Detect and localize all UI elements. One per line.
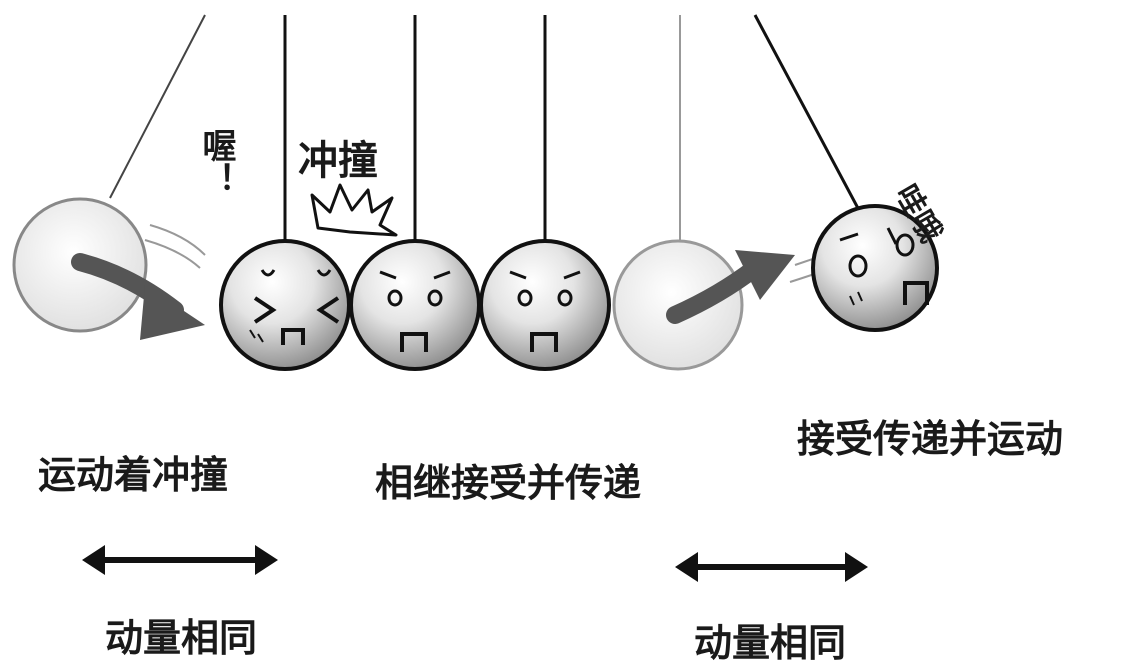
collision-spark-icon bbox=[310, 183, 398, 237]
ball-right-swinging bbox=[811, 204, 939, 332]
momentum-label-right: 动量相同 bbox=[694, 621, 847, 665]
caption-middle: 相继接受并传递 bbox=[375, 461, 642, 505]
momentum-arrow-left-icon bbox=[82, 545, 278, 575]
caption-right: 接受传递并运动 bbox=[797, 417, 1064, 461]
ball-2-middle bbox=[349, 239, 481, 371]
arrow-swing-out-head-icon bbox=[735, 250, 795, 300]
exclamation-collide: 冲撞 bbox=[298, 138, 378, 184]
string-left-swing bbox=[109, 14, 206, 199]
arrow-swing-in-head-icon bbox=[140, 285, 205, 340]
ball-3-middle bbox=[479, 239, 611, 371]
ball-1-striking bbox=[219, 239, 351, 371]
string-right-swing bbox=[753, 14, 862, 213]
caption-left: 运动着冲撞 bbox=[38, 453, 229, 497]
exclamation-ow: 喔！ bbox=[196, 128, 236, 196]
momentum-label-left: 动量相同 bbox=[105, 616, 258, 660]
motion-lines-left bbox=[144, 224, 206, 269]
momentum-arrow-right-icon bbox=[675, 552, 868, 582]
